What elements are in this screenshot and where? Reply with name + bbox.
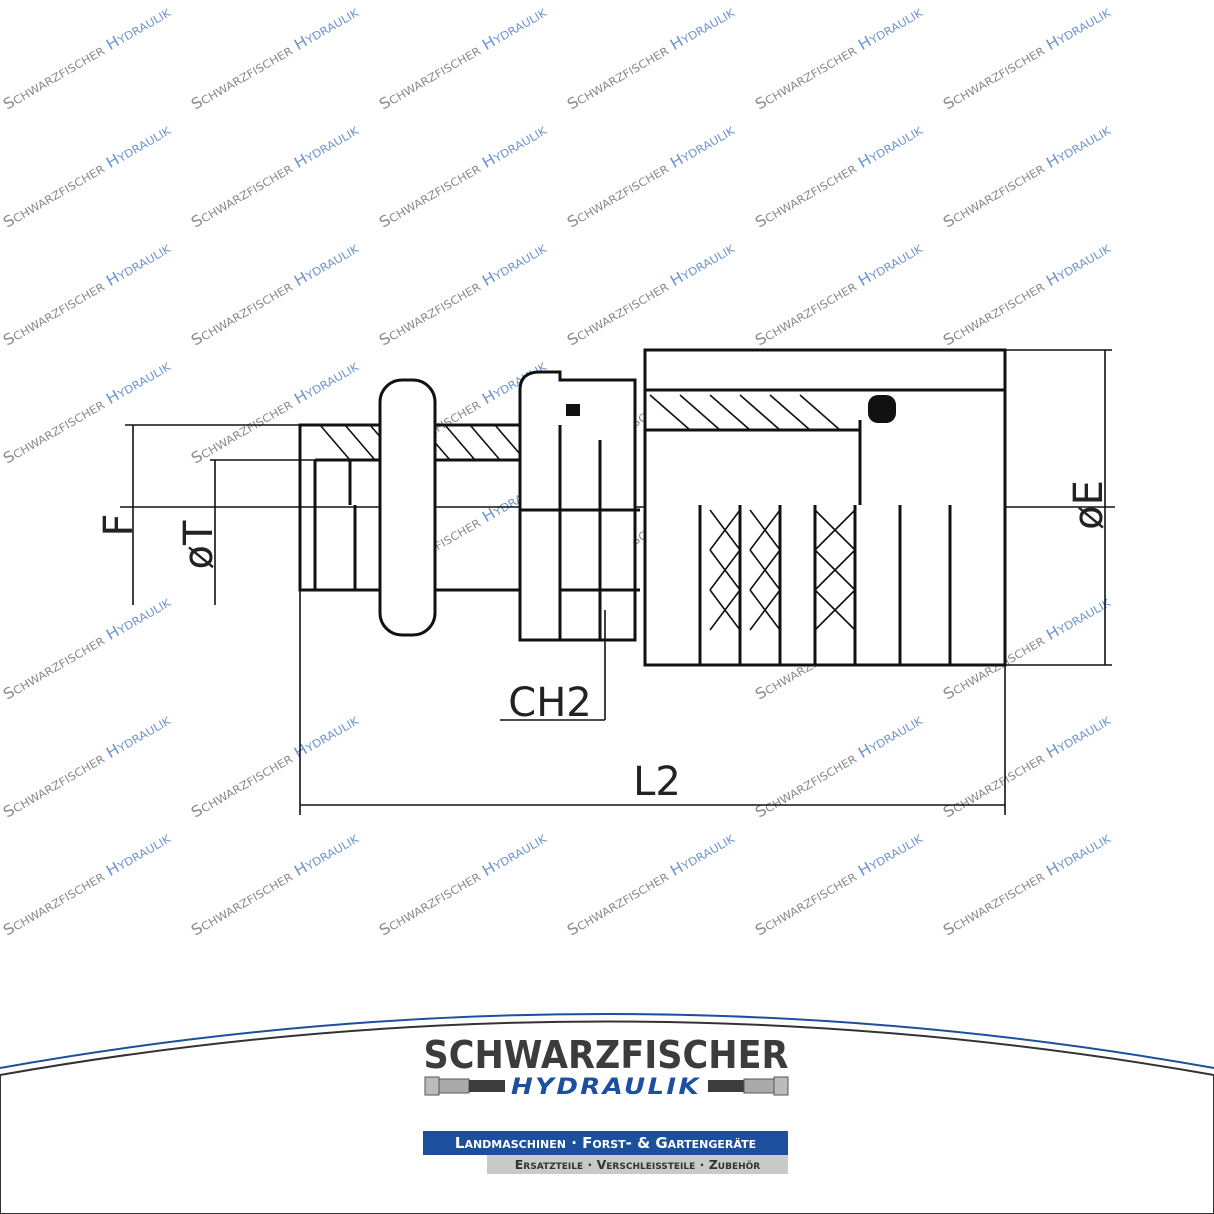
label-E: øE bbox=[1066, 480, 1112, 530]
knurling bbox=[649, 394, 856, 631]
label-F: F bbox=[96, 513, 142, 536]
dimension-CH2: CH2 bbox=[500, 610, 606, 726]
seal bbox=[566, 404, 580, 416]
label-T: øT bbox=[176, 520, 222, 569]
label-L2: L2 bbox=[633, 759, 681, 805]
o-ring bbox=[868, 395, 896, 423]
tagline-primary: Landmaschinen · Forst- & Gartengeräte bbox=[423, 1131, 788, 1155]
label-CH2: CH2 bbox=[508, 680, 591, 726]
svg-text:SCHWARZFISCHER: SCHWARZFISCHER bbox=[424, 1033, 789, 1077]
svg-text:HYDRAULIK: HYDRAULIK bbox=[511, 1075, 701, 1100]
dimension-F: F bbox=[96, 424, 300, 605]
company-logo: SCHWARZFISCHER HYDRAULIK bbox=[424, 1033, 789, 1100]
swoosh-blue bbox=[0, 1013, 1214, 1069]
hex-section bbox=[518, 370, 637, 642]
dimension-T: øT bbox=[176, 459, 315, 605]
dimension-E: øE bbox=[1005, 349, 1112, 666]
footer-panel bbox=[0, 1020, 1214, 1214]
dimension-L2: L2 bbox=[299, 590, 1006, 815]
tagline-secondary: Ersatzteile · Verschleißteile · Zubehör bbox=[487, 1155, 788, 1174]
locking-ring bbox=[378, 378, 437, 637]
